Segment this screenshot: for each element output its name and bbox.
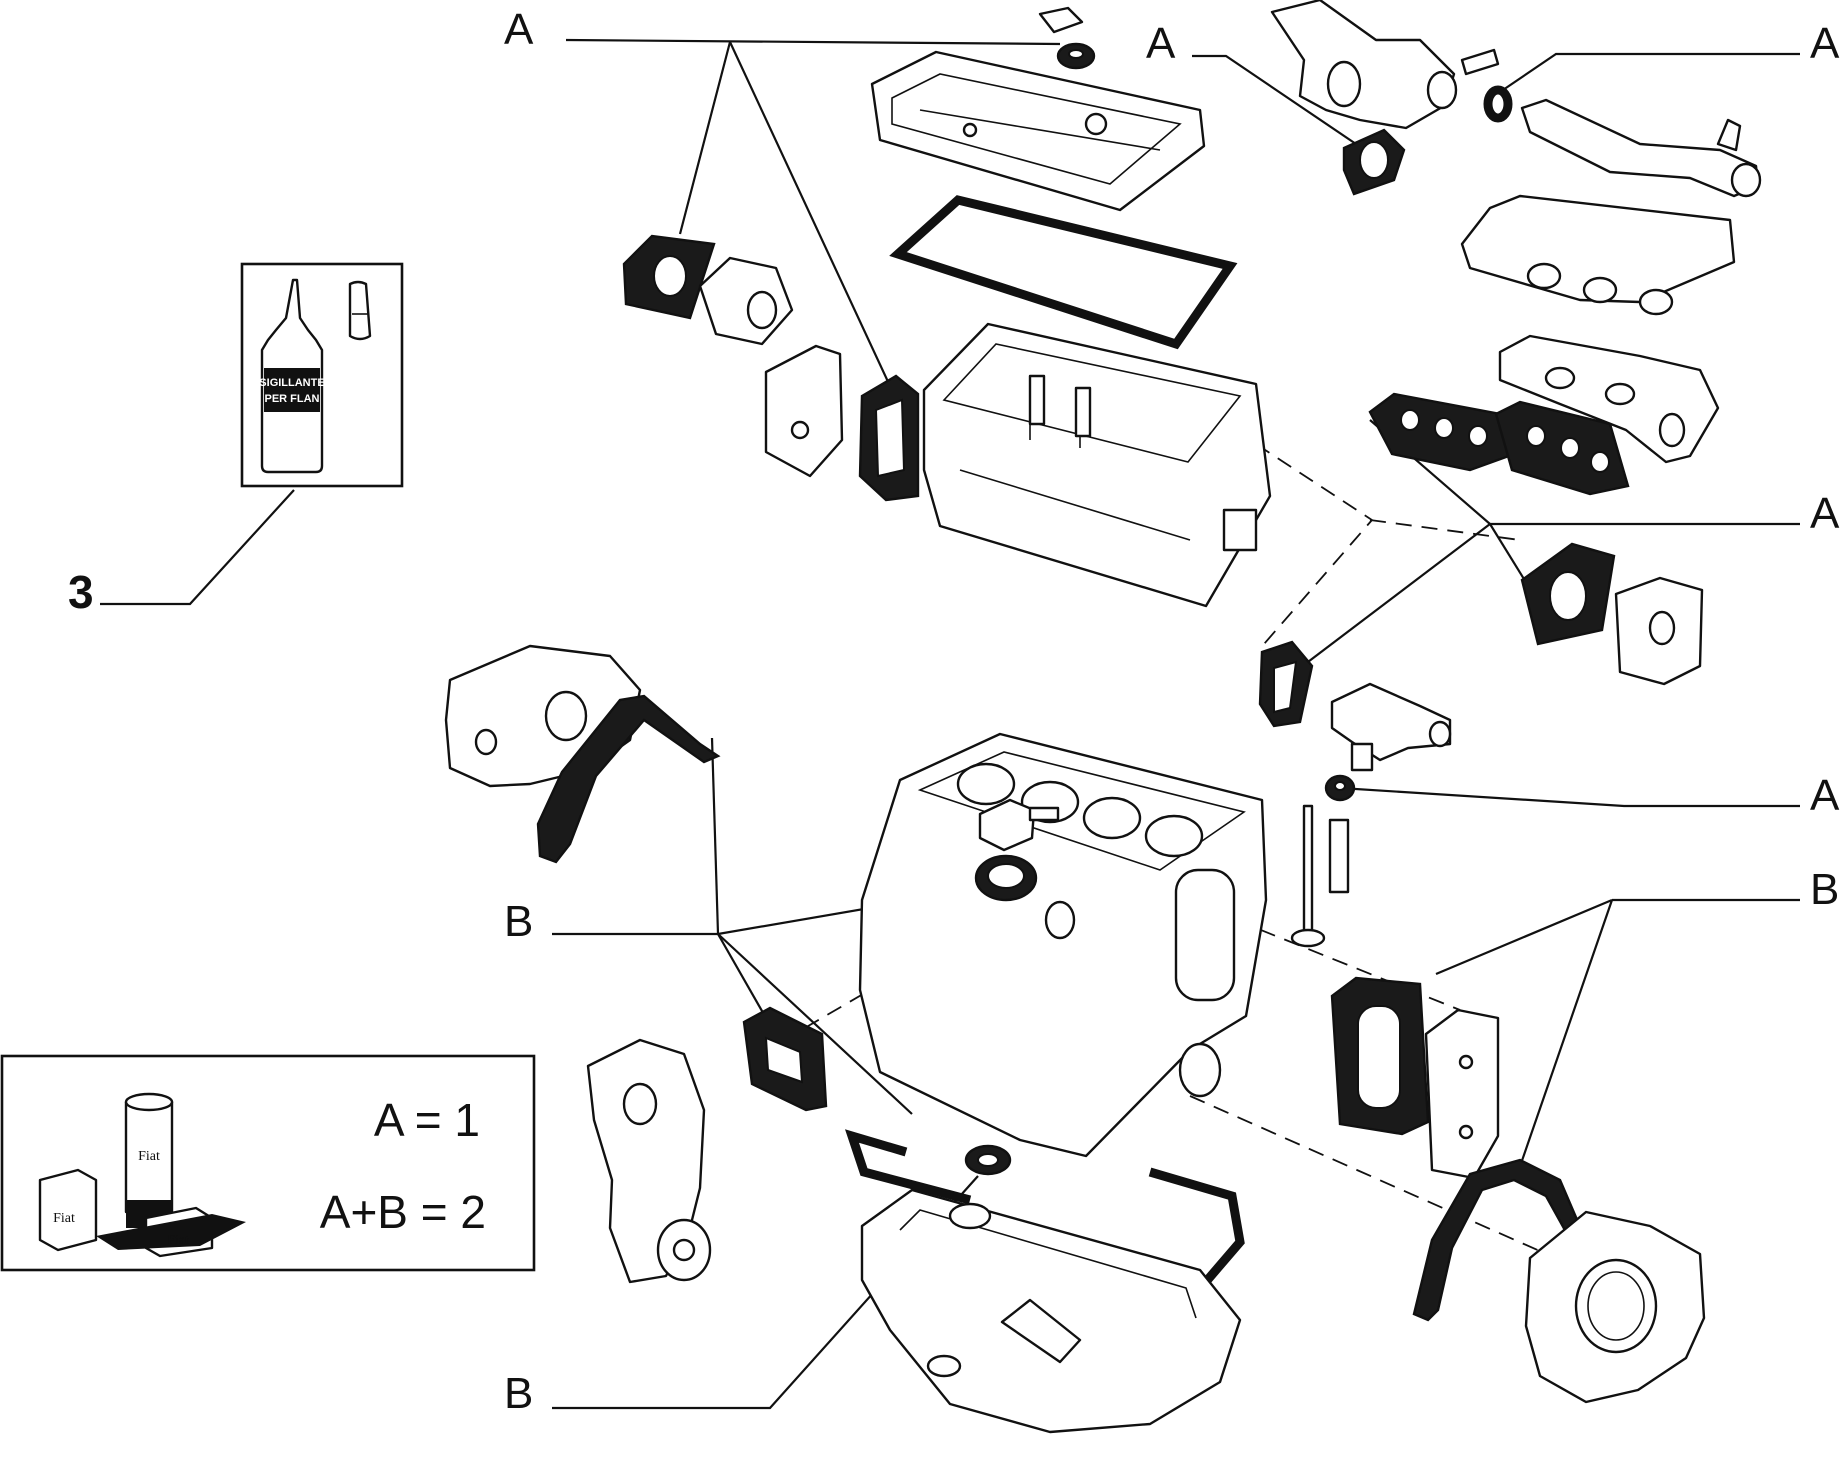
label-a-top-left: A: [504, 5, 534, 54]
leader-lines: [552, 38, 1800, 1410]
cylinder-head: [922, 322, 1272, 608]
manifold-gaskets: [1368, 392, 1630, 496]
carburetor-flange-gasket: [1520, 542, 1616, 646]
intake-manifold: [1460, 194, 1736, 316]
legend-line1: A = 1: [374, 1094, 480, 1146]
label-a-lower-right: A: [1810, 771, 1840, 820]
sealant-label-line2: PER FLAN: [265, 393, 320, 405]
legend-brand-text: Fiat: [138, 1149, 160, 1164]
label-b-bottom: B: [504, 1369, 533, 1418]
legend-line2: A+B = 2: [320, 1186, 486, 1238]
label-b-left: B: [504, 897, 533, 946]
label-ref3: 3: [68, 566, 94, 618]
sealant-box: SIGILLANTE PER FLAN: [240, 262, 404, 488]
label-a-middle-right: A: [1810, 489, 1840, 538]
valve-cover: [870, 50, 1206, 212]
label-b-right: B: [1810, 865, 1839, 914]
front-cover-gasket: [742, 1006, 828, 1112]
label-a-top-center: A: [1146, 19, 1176, 68]
oil-pan-gasket-left: [845, 1129, 972, 1205]
valve-guide: [1328, 818, 1350, 894]
rear-seal-gasket: [1412, 1158, 1580, 1322]
fuel-pump-gasket: [1258, 640, 1314, 728]
water-outlet-gasket: [1342, 128, 1406, 196]
sealant-label-line1: SIGILLANTE: [259, 377, 324, 389]
rear-cover-plate: [1424, 1008, 1500, 1180]
alignment-lines: [759, 443, 1561, 1261]
water-outlet-housing: [1270, 0, 1500, 130]
legend-brand-text-3: Fiat: [53, 1211, 75, 1226]
thermostat-housing: [698, 256, 794, 346]
valve: [1290, 804, 1326, 948]
rear-plate-gasket: [1330, 976, 1430, 1136]
leader-ref3: [100, 489, 295, 606]
exhaust-manifold: [1498, 334, 1720, 464]
label-a-top-right: A: [1810, 19, 1840, 68]
legend-box: Fiat Fiat Fiat A = 1 A+B = 2: [0, 1054, 536, 1272]
sealant-bottle-label: [264, 368, 320, 412]
fuel-pump: [1330, 682, 1452, 772]
rear-main-seal-housing: [1524, 1210, 1706, 1404]
engine-block: [858, 732, 1268, 1158]
valve-stem-seal: [1324, 774, 1356, 802]
side-cover-plate: [764, 344, 844, 478]
oil-filler-cap: [1038, 6, 1096, 70]
drain-plug-gasket: [964, 1144, 1012, 1176]
legend-brand-text-2: Fiat: [167, 1233, 189, 1248]
carburetor-flange: [1614, 576, 1704, 686]
oil-pan: [860, 1188, 1242, 1434]
water-pump-seal-ring: [974, 854, 1038, 902]
hose-o-ring: [1483, 85, 1513, 123]
timing-cover: [586, 1038, 712, 1284]
coolant-pipe: [1520, 98, 1762, 198]
valve-cover-gasket: [889, 195, 1238, 350]
oil-pump-gasket: [536, 694, 721, 864]
